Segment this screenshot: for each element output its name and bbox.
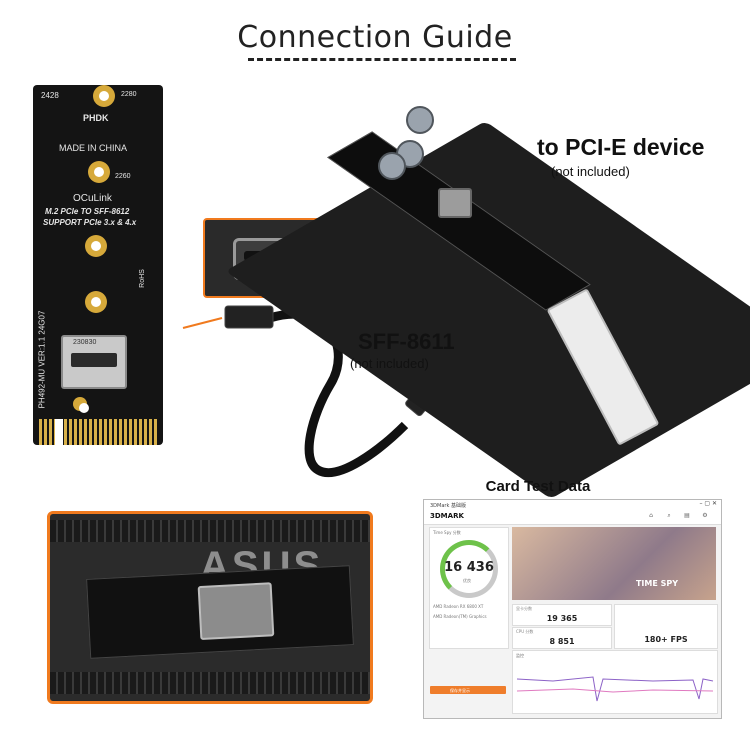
score-panel: Time Spy 分数 16 436 优良 AMD Radeon RX 6800… — [429, 527, 509, 649]
settings-icon[interactable]: ⚙ — [702, 512, 708, 519]
cpu-score-label: CPU 分数 — [516, 629, 534, 634]
score-gauge — [440, 540, 498, 598]
adapter-port — [197, 582, 275, 641]
monitoring-chart: 监控 — [512, 650, 718, 714]
motherboard-photo: ASUS — [47, 511, 373, 704]
cable-not-included: (not included) — [350, 356, 429, 371]
cpu-score-box: CPU 分数 8 851 — [512, 627, 612, 649]
pointer-line — [182, 317, 223, 329]
board-brand: PHDK — [83, 113, 109, 123]
graphics-score-box: 显卡分数 19 365 — [512, 604, 612, 626]
capacitor — [378, 152, 406, 180]
test-name: Time Spy 分数 — [433, 530, 461, 535]
port-code: 230830 — [73, 339, 97, 346]
capacitor — [406, 106, 434, 134]
card-test-title: Card Test Data — [485, 478, 591, 495]
mount-hole — [73, 397, 89, 413]
pcie-not-included: (not included) — [551, 164, 630, 179]
board-desc-2: SUPPORT PCIe 3.x & 4.x — [43, 218, 137, 227]
pcie-device-label: to PCI-E device — [537, 134, 705, 160]
benchmark-window: 3DMark 基础版 – ▢ ✕ 3DMARK ⌂ ⌕ ▤ ⚙ Time Spy… — [423, 499, 722, 719]
mount-hole — [85, 235, 107, 257]
fps-box: 180+ FPS — [614, 604, 718, 649]
results-icon[interactable]: ▤ — [684, 512, 690, 519]
board-desc-1: M.2 PCIe TO SFF-8612 — [45, 207, 130, 216]
graphics-score: 19 365 — [546, 614, 578, 623]
board-mid-label: 2260 — [115, 173, 131, 180]
hero-title: TIME SPY — [635, 579, 678, 588]
port-slot — [71, 353, 117, 367]
board-code-right: 2280 — [121, 91, 137, 98]
graphics-score-label: 显卡分数 — [516, 606, 532, 611]
cable-plug-left — [224, 305, 274, 329]
board-name: OCuLink — [73, 193, 112, 204]
app-navbar: 3DMARK ⌂ ⌕ ▤ ⚙ — [424, 510, 721, 525]
app-logo: 3DMARK — [430, 512, 464, 520]
page-title: Connection Guide — [237, 20, 513, 55]
mount-hole — [85, 291, 107, 313]
installed-adapter — [86, 565, 354, 659]
cpu-score: 8 851 — [549, 637, 575, 646]
board-made-in: MADE IN CHINA — [59, 143, 128, 153]
gpu-name: AMD Radeon RX 6800 XT — [433, 604, 484, 609]
test-hero-image: TIME SPY — [512, 527, 716, 600]
mount-hole — [93, 85, 115, 107]
monitor-line-cpu — [516, 688, 714, 693]
cable-label: SFF-8611 — [358, 329, 455, 354]
monitor-label: 监控 — [516, 653, 524, 658]
save-button-label: 保存并显示 — [450, 688, 470, 693]
sff-8612-port: 230830 — [61, 335, 127, 389]
board-code-left: 2428 — [41, 91, 59, 100]
monitor-graph — [516, 676, 714, 702]
overall-score: 16 436 — [444, 560, 494, 575]
score-rating: 优良 — [463, 578, 471, 583]
save-button[interactable]: 保存并显示 — [430, 686, 506, 694]
title-underline — [248, 58, 516, 61]
mount-hole — [88, 161, 110, 183]
fps-estimate: 180+ FPS — [644, 635, 688, 644]
window-controls[interactable]: – ▢ ✕ — [699, 500, 717, 507]
window-title: 3DMark 基础版 — [430, 503, 466, 509]
m2-key-notch — [55, 419, 63, 445]
riser-sff-port — [438, 188, 472, 218]
dimm-rail — [50, 672, 370, 694]
search-icon[interactable]: ⌕ — [667, 512, 671, 519]
igpu-name: AMD Radeon(TM) Graphics — [433, 614, 487, 619]
m2-adapter-board: 2428 2280 PHDK MADE IN CHINA 2260 OCuLin… — [33, 85, 163, 445]
monitor-line-gpu — [516, 676, 714, 702]
dimm-rail — [50, 520, 370, 542]
pcie-riser-board — [225, 100, 750, 499]
home-icon[interactable]: ⌂ — [649, 512, 653, 519]
